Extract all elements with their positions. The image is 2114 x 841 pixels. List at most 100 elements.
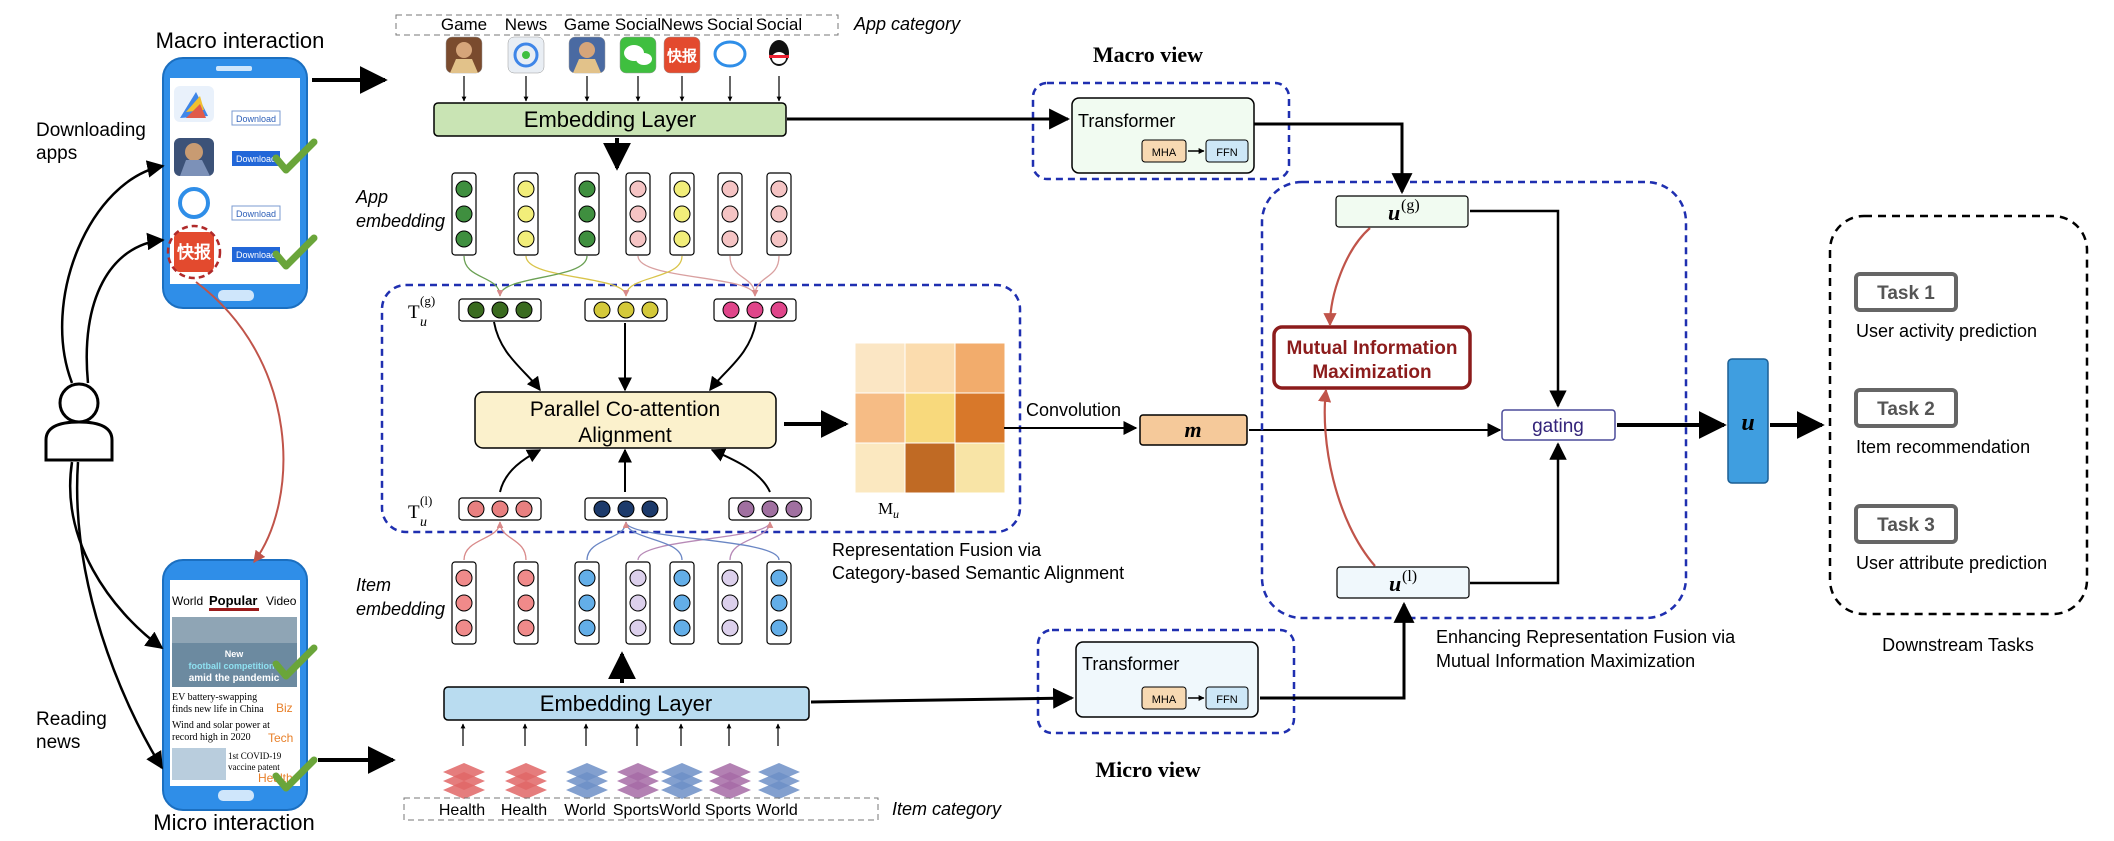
tab-world[interactable]: World — [172, 594, 203, 608]
item-category-icons — [443, 723, 800, 799]
user-to-phone-arrows — [60, 160, 165, 770]
app-embedding-vector — [574, 172, 600, 256]
tab-video[interactable]: Video — [266, 594, 297, 608]
macro-view-title: Macro view — [1093, 42, 1203, 67]
svg-text:embedding: embedding — [356, 211, 445, 231]
app-category: Social — [756, 15, 802, 34]
app-embedding-vector — [513, 172, 539, 256]
game-app-icon — [174, 138, 214, 176]
wechat-icon — [619, 36, 657, 74]
micro-mha-box — [1141, 686, 1187, 710]
category-vectors — [458, 298, 812, 521]
macro-to-ug-arrow — [1254, 122, 1413, 195]
item-embedding-layer-label: Embedding Layer — [540, 691, 712, 716]
micro-ffn-box — [1205, 686, 1249, 710]
download-button[interactable]: Download — [231, 110, 281, 126]
global-category-vector — [458, 298, 542, 322]
task-description: User attribute prediction — [1856, 553, 2047, 573]
t-local-label: T u (l) — [408, 493, 432, 530]
tab-popular[interactable]: Popular — [209, 593, 257, 608]
macro-view-region — [1031, 81, 1291, 181]
item-category: Sports — [613, 802, 659, 819]
micro-transformer-label: Transformer — [1082, 654, 1179, 674]
svg-text:T: T — [408, 502, 420, 523]
matrix-cell — [854, 392, 906, 444]
item-embedding-vector — [766, 561, 792, 645]
item-embedding-layer — [443, 686, 810, 721]
svg-text:apps: apps — [36, 143, 77, 164]
svg-text:快报: 快报 — [177, 242, 211, 262]
parallel-co-attention-box — [474, 391, 777, 449]
alignment-link — [496, 255, 588, 297]
downstream-tasks-caption: Downstream Tasks — [1882, 635, 2034, 655]
matrix-cell — [854, 442, 906, 494]
download-button[interactable]: Download — [231, 205, 281, 221]
matrix-cell — [904, 442, 956, 494]
convolution-label: Convolution — [1026, 400, 1121, 420]
app-icons: 快报 — [445, 36, 797, 102]
check-icon — [272, 644, 318, 680]
macro-mha-box — [1141, 139, 1187, 163]
download-button[interactable]: Download — [232, 151, 280, 166]
matrix-cell — [904, 392, 956, 444]
svg-text:Maximization: Maximization — [1312, 362, 1431, 383]
macro-interaction-title: Macro interaction — [156, 28, 325, 53]
app-category-box — [395, 14, 839, 36]
svg-text:Downloading: Downloading — [36, 120, 146, 141]
news-item[interactable]: Wind and solar power at record high in 2… — [172, 720, 293, 745]
app-category: News — [505, 15, 548, 34]
svg-text:Item: Item — [356, 575, 391, 595]
svg-text:Enhancing Representation Fusio: Enhancing Representation Fusion via — [1436, 627, 1736, 647]
svg-text:(l): (l) — [1402, 568, 1417, 585]
ug-to-mim-arrow — [1323, 227, 1371, 327]
alignment-matrix — [854, 342, 1006, 494]
chat-bubble-icon — [712, 37, 748, 73]
item-embedding-vector — [669, 561, 695, 645]
alignment-link — [751, 255, 780, 297]
downloading-apps-label: Downloading apps — [36, 120, 146, 164]
u-box — [1727, 358, 1769, 484]
user-icon — [44, 382, 114, 462]
global-category-vector — [584, 298, 668, 322]
u-local-box — [1336, 566, 1470, 599]
svg-text:New: New — [225, 649, 245, 659]
mim-label: Mutual Information Maximization — [1287, 338, 1458, 383]
downstream-tasks-region — [1828, 214, 2089, 616]
item-category-icon — [505, 763, 547, 799]
news-icon — [507, 36, 545, 74]
m-box — [1139, 414, 1248, 446]
task-item: Task 3 User attribute prediction — [1854, 504, 2047, 573]
kuaibao-icon: 快报 — [663, 36, 701, 74]
svg-text:amid the pandemic: amid the pandemic — [189, 673, 280, 684]
item-to-transformer-arrow — [810, 687, 1075, 709]
news-item[interactable]: EV battery-swapping finds new life in Ch… — [172, 692, 293, 715]
task-label: Task 3 — [1877, 515, 1935, 536]
news-item[interactable]: 1st COVID-19 vaccine patent Health — [172, 748, 293, 785]
svg-text:快报: 快报 — [667, 47, 697, 65]
browser-app-icon — [178, 187, 210, 219]
svg-text:(g): (g) — [420, 293, 435, 308]
svg-text:u: u — [420, 515, 427, 530]
kuaibao-app-icon: 快报 — [166, 224, 222, 280]
download-button[interactable]: Download — [232, 247, 280, 262]
svg-text:Reading: Reading — [36, 709, 107, 730]
matrix-cell — [954, 342, 1006, 394]
item-embedding-vector — [574, 561, 600, 645]
game-icon — [445, 36, 483, 74]
svg-text:football competitions: football competitions — [189, 661, 280, 671]
macro-ffn-label: FFN — [1216, 147, 1237, 159]
svg-text:finds new life in China: finds new life in China — [172, 704, 264, 715]
svg-text:Download: Download — [236, 250, 276, 260]
u-global-box — [1335, 195, 1469, 228]
alignment-link — [463, 255, 504, 297]
app-category: Game — [441, 15, 487, 34]
global-category-vector — [713, 298, 797, 322]
app-news-link-arrow — [195, 281, 285, 563]
news-tag: Biz — [276, 701, 293, 715]
matrix-label: M u — [878, 499, 899, 521]
check-icon — [272, 234, 318, 270]
micro-ffn-label: FFN — [1216, 694, 1237, 706]
